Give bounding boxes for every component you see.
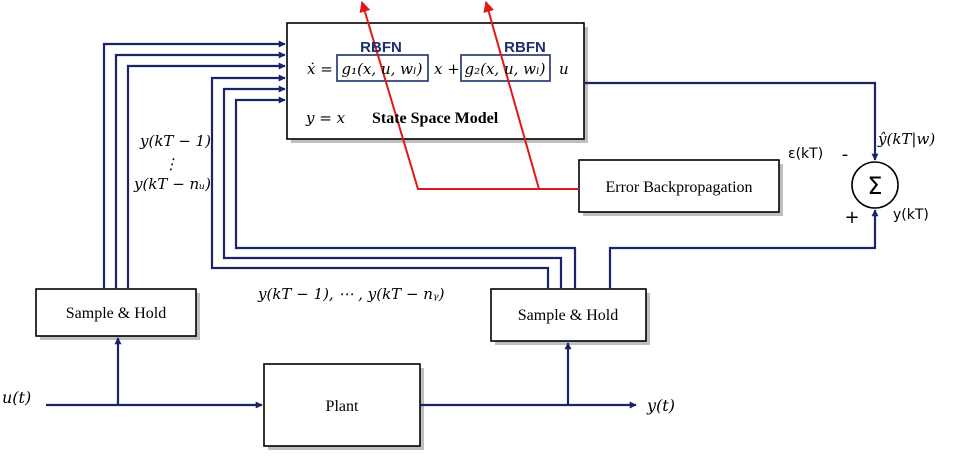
- backprop-line-to-g2: [483, 0, 540, 190]
- g2-term: g₂(x, u, wₗ): [465, 60, 546, 78]
- yhat-label: ŷ(kT|w): [877, 130, 935, 148]
- backprop-line-to-g1: [359, 0, 579, 190]
- left-sh-line-1: [102, 40, 286, 289]
- sample-hold-right-block: [490, 288, 647, 342]
- rbfn-label-1: RBFN: [360, 39, 402, 56]
- output-signal-label: y(t): [646, 396, 675, 415]
- left-sh-line-3: [126, 62, 286, 289]
- ykt-to-sum-line: [608, 209, 879, 289]
- g1-rbfn-box: [336, 54, 429, 82]
- epsilon-label: ε(kT): [788, 146, 823, 162]
- sample-hold-left-block: [35, 288, 197, 337]
- error-backprop-block: [578, 159, 780, 213]
- right-sh-line-1: [210, 74, 550, 289]
- plus-sign: +: [844, 207, 859, 228]
- sample-hold-right-label: Sample & Hold: [518, 307, 618, 324]
- g2-rbfn-box: [460, 54, 551, 82]
- right-sh-line-2: [222, 85, 563, 289]
- vdots-label: ⋮: [164, 155, 179, 173]
- model-output-line: [584, 81, 879, 161]
- xdot-term: ẋ =: [307, 60, 333, 78]
- plant-label: Plant: [326, 398, 359, 415]
- minus-sign: -: [842, 144, 849, 165]
- sample-hold-left-label: Sample & Hold: [66, 305, 166, 322]
- state-space-model-label: State Space Model: [372, 110, 499, 127]
- plant-block: [263, 363, 421, 447]
- x-plus-term: x +: [434, 60, 460, 78]
- g1-term: g₁(x, u, wₗ): [342, 60, 423, 78]
- u-term: u: [559, 60, 569, 78]
- left-sh-line-2: [114, 51, 286, 289]
- summing-junction: [851, 161, 899, 209]
- right-sh-line-3: [234, 96, 577, 289]
- delayed-y-top-label: y(kT − 1): [139, 132, 211, 150]
- ykt-label: y(kT): [893, 207, 929, 223]
- error-backprop-label: Error Backpropagation: [605, 179, 752, 196]
- delayed-y-ny-label: y(kT − 1), ⋯ , y(kT − nᵧ): [257, 285, 445, 303]
- rbfn-label-2: RBFN: [504, 39, 546, 56]
- output-equation: y = x: [305, 109, 346, 127]
- delayed-y-nu-label: y(kT − nᵤ): [133, 175, 211, 193]
- input-signal-label: u(t): [2, 388, 31, 407]
- sum-symbol: Σ: [867, 172, 882, 200]
